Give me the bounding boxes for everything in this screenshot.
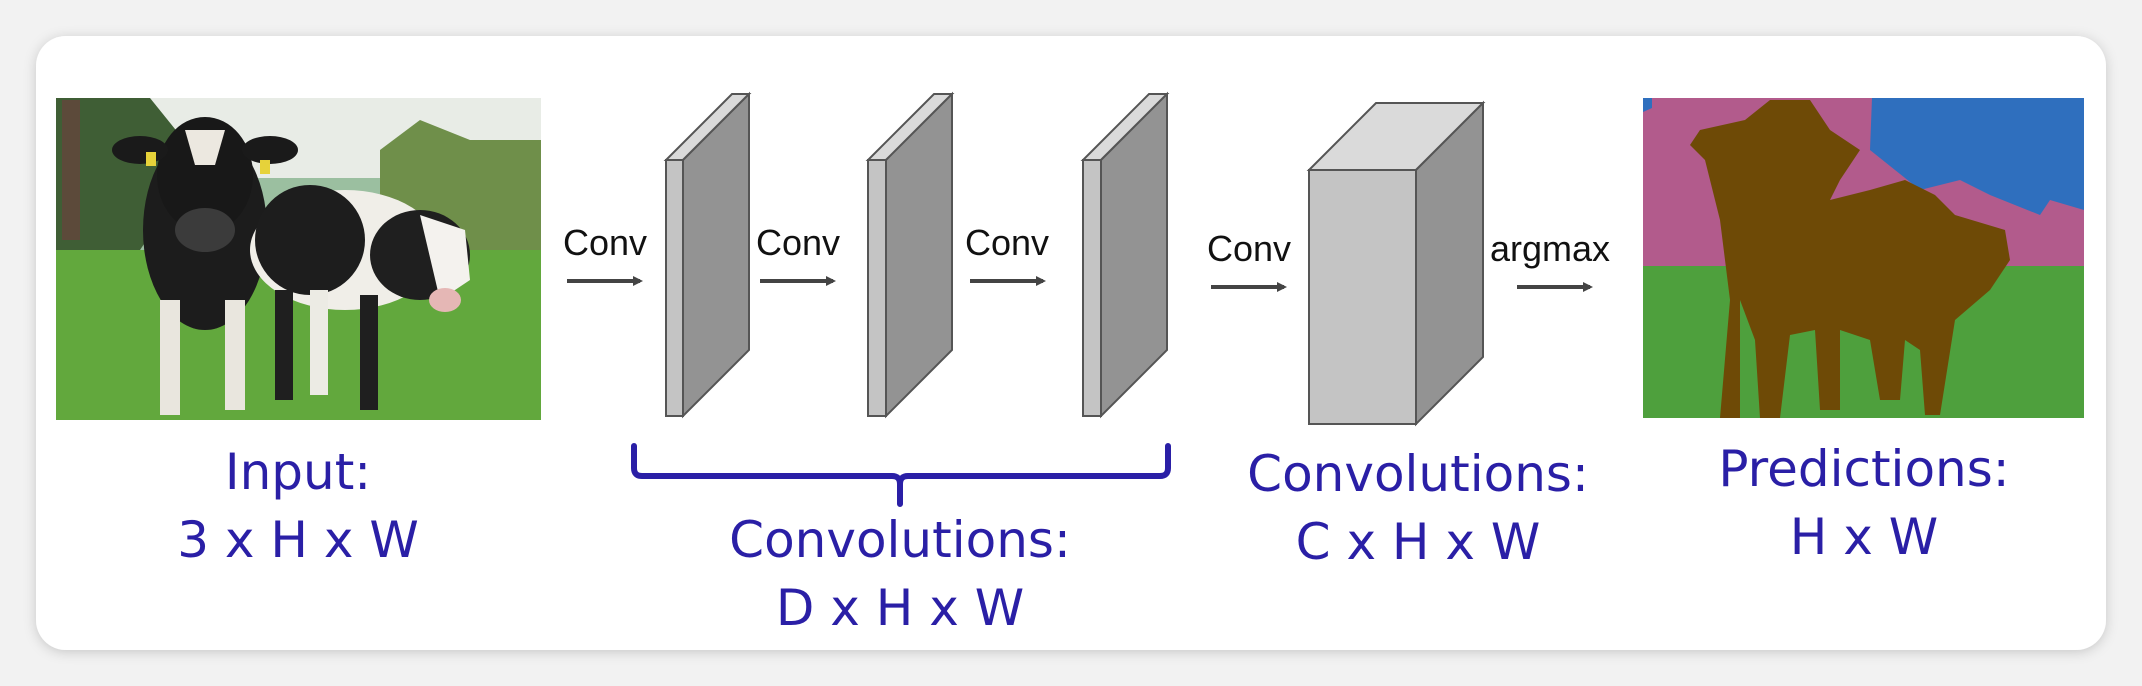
- input-caption-dims: 3 x H x W: [177, 511, 419, 569]
- conv-label-1: Conv: [563, 222, 648, 263]
- middle-caption-title: Convolutions:: [729, 511, 1071, 569]
- input-photo: [56, 98, 541, 420]
- predictions-caption: Predictions: H x W: [1664, 435, 2064, 571]
- conv-label-3: Conv: [965, 222, 1050, 263]
- argmax-label: argmax: [1490, 228, 1611, 269]
- conv-label-2: Conv: [756, 222, 841, 263]
- class-score-volume: [1306, 100, 1486, 427]
- final-caption-dims: C x H x W: [1295, 513, 1541, 571]
- cow-right-icon: [250, 185, 470, 410]
- feature-layer-3: [1080, 91, 1170, 419]
- feature-layer-2: [865, 91, 955, 419]
- card-panel: [36, 36, 2106, 650]
- predictions-caption-title: Predictions:: [1718, 440, 2010, 498]
- cow-left-icon: [112, 117, 298, 415]
- predictions-caption-dims: H x W: [1789, 508, 1939, 566]
- middle-caption: Convolutions: D x H x W: [700, 506, 1100, 642]
- final-caption: Convolutions: C x H x W: [1218, 440, 1618, 576]
- final-caption-title: Convolutions:: [1247, 445, 1589, 503]
- input-caption-title: Input:: [224, 443, 372, 501]
- middle-caption-dims: D x H x W: [775, 579, 1025, 637]
- conv-label-4: Conv: [1207, 228, 1292, 269]
- segmentation-map-icon: [1643, 98, 2084, 418]
- feature-layer-1: [663, 91, 752, 419]
- convolutions-brace: [631, 443, 1171, 507]
- input-caption: Input: 3 x H x W: [148, 438, 448, 574]
